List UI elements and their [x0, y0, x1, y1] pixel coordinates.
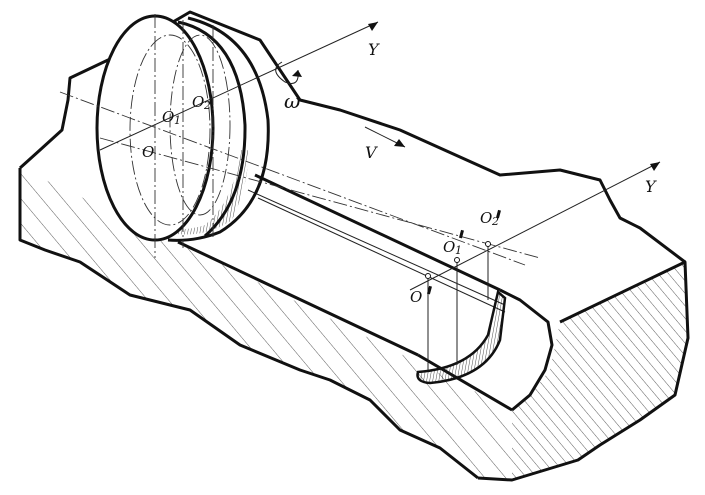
label-o2-bottom-sub: 2: [491, 215, 499, 228]
rotation-arrowhead: [292, 70, 302, 77]
wheel-rear-rim: [167, 16, 270, 242]
block-top-outline: [18, 10, 686, 264]
groove-inner-line-1: [247, 189, 506, 306]
label-y-top: Y: [368, 40, 380, 59]
label-o1-top-sub: 1: [174, 114, 181, 127]
label-o-bottom: O: [410, 288, 422, 306]
left-section-face: [20, 168, 512, 480]
label-y-right: Y: [645, 177, 657, 196]
wheel-inner-circle-2: [169, 34, 231, 216]
label-o-center: O: [142, 143, 154, 161]
wheel-axis-y: [99, 21, 379, 151]
label-o2-bottom: O: [480, 209, 492, 227]
mark-o2: [495, 209, 501, 219]
groove-front-edge: [177, 240, 419, 357]
groove-inner-line-2: [257, 197, 506, 313]
groove-right-wall: [499, 288, 554, 412]
far-axis-y: [409, 161, 661, 291]
label-o1-bottom-sub: 1: [455, 244, 462, 257]
label-o1-bottom: O: [443, 238, 455, 256]
groove-back-edge: [254, 173, 501, 292]
left-section-outline: [18, 168, 479, 480]
groove-profile: [416, 289, 507, 385]
rotation-arrow-icon: [275, 61, 299, 84]
point-o2: [485, 241, 491, 247]
workpiece-centerline-2: [99, 137, 541, 259]
right-section-outline: [477, 260, 690, 482]
right-section-face: [512, 262, 688, 480]
wheel-inner-circle: [129, 34, 211, 226]
mark-o1: [458, 229, 464, 239]
workpiece-centerline: [59, 91, 526, 266]
wheel-middle-rim: [177, 20, 247, 238]
far-axis-arrowhead: [650, 162, 660, 171]
label-v: V: [365, 143, 378, 162]
label-o2-top: O: [192, 93, 204, 111]
mark-o: [426, 285, 432, 295]
wheel-contact-band: [140, 150, 249, 235]
point-o: [425, 273, 431, 279]
groove-front-face: [417, 353, 513, 412]
velocity-arrowhead: [394, 139, 405, 147]
point-o1: [454, 257, 460, 263]
label-o1-top: O: [162, 108, 174, 126]
label-omega: ω: [284, 89, 300, 113]
wheel-axis-arrowhead: [368, 22, 378, 31]
label-o2-top-sub: 2: [203, 99, 211, 112]
